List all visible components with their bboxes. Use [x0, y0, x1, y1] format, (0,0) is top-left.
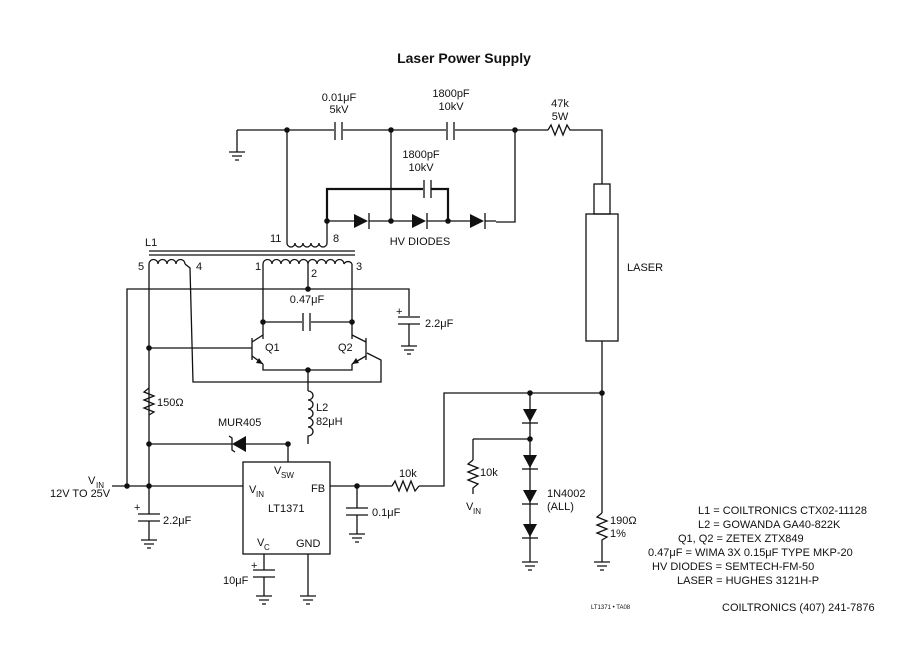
capacitor-c3	[423, 180, 432, 198]
mur405-label: MUR405	[218, 417, 261, 429]
c2-rating: 10kV	[438, 101, 464, 113]
c8-plus: +	[251, 560, 257, 572]
resistor-r1	[547, 123, 572, 137]
hv-diodes-label: HV DIODES	[390, 236, 451, 248]
c1-value: 0.01μF	[322, 92, 357, 104]
c1-rating: 5kV	[330, 104, 350, 116]
r5-value: 190Ω	[610, 515, 637, 527]
c5-plus: +	[396, 306, 402, 318]
diode-string-1n4002	[522, 393, 538, 571]
pin-11-label: 11	[270, 233, 281, 245]
parts-list-line-3: Q1, Q2 = ZETEX ZTX849	[678, 533, 804, 545]
c7-value: 0.1μF	[372, 507, 401, 519]
lt1371-ic	[242, 461, 331, 555]
pin-fb: FB	[311, 483, 325, 495]
capacitor-c2	[446, 122, 455, 140]
pin-gnd: GND	[296, 538, 321, 550]
pin-5-label: 5	[138, 261, 144, 273]
r3-value: 10k	[399, 468, 417, 480]
vin-main-sub: IN	[96, 481, 104, 490]
c3-rating: 10kV	[408, 162, 434, 174]
hv-diode-3	[470, 213, 486, 229]
figure-code: LT1371 • TA08	[591, 605, 631, 611]
capacitor-c5	[398, 316, 420, 355]
resistor-r2	[142, 387, 156, 416]
royer-oscillator: + 2.2μF 0.47μF Q1 Q2	[126, 264, 454, 486]
c6-value: 2.2μF	[163, 515, 192, 527]
r2-value: 150Ω	[157, 397, 184, 409]
c4-value: 0.47μF	[290, 294, 325, 306]
c5-value: 2.2μF	[425, 318, 454, 330]
ic-ground	[300, 554, 316, 605]
l2-label: L2	[316, 402, 328, 414]
c3-value: 1800pF	[402, 149, 440, 161]
pin-2-label: 2	[311, 268, 317, 280]
parts-list-line-6: LASER = HUGHES 3121H-P	[677, 575, 819, 587]
resistor-r4	[466, 459, 480, 494]
transformer-l1	[148, 221, 382, 486]
capacitor-c4	[302, 313, 311, 331]
top-hv-section: 0.01μF 5kV 1800pF 10kV 47k 5W 1800pF 10k…	[229, 88, 603, 248]
capacitor-c7	[346, 486, 368, 543]
l2-value: 82μH	[316, 416, 343, 428]
ground-symbol	[229, 151, 245, 161]
pin-vin-sub: IN	[256, 490, 264, 499]
diagram-title: Laser Power Supply	[397, 50, 531, 66]
hv-diode-2	[412, 213, 428, 229]
ic-name: LT1371	[268, 503, 305, 515]
hv-diode-1	[354, 213, 370, 229]
q2-label: Q2	[338, 342, 353, 354]
capacitor-c1	[334, 122, 343, 140]
parts-list-line-1: L1 = COILTRONICS CTX02-11128	[698, 505, 867, 517]
transistor-q2	[351, 334, 367, 365]
resistor-r3	[391, 479, 420, 493]
resistor-r5	[594, 512, 610, 571]
q1-label: Q1	[265, 342, 280, 354]
l1-label: L1	[145, 237, 157, 249]
transistor-q1	[149, 334, 264, 365]
parts-list-line-4: 0.47μF = WIMA 3X 0.15μF TYPE MKP-20	[648, 547, 853, 559]
r1-rating: 5W	[552, 111, 569, 123]
inductor-l2	[307, 390, 314, 444]
vendor-contact: COILTRONICS (407) 241-7876	[722, 602, 875, 614]
pin-vsw: V	[274, 465, 282, 477]
c2-value: 1800pF	[432, 88, 470, 100]
vin-small-sub: IN	[473, 507, 481, 516]
r1-value: 47k	[551, 98, 569, 110]
vin-small-label: V	[466, 501, 474, 513]
diode-1n4002-label: 1N4002	[547, 488, 586, 500]
diode-1n4002-note: (ALL)	[547, 501, 574, 513]
capacitor-c6	[138, 486, 160, 549]
vin-range: 12V TO 25V	[50, 488, 111, 500]
vin-main-label: V	[88, 475, 96, 487]
r5-tolerance: 1%	[610, 528, 626, 540]
capacitor-c8	[253, 554, 275, 605]
pin-vsw-sub: SW	[281, 471, 294, 480]
pin-vc-sub: C	[264, 543, 270, 552]
pin-1-label: 1	[255, 261, 261, 273]
parts-list: L1 = COILTRONICS CTX02-11128 L2 = GOWAND…	[648, 505, 867, 587]
c6-plus: +	[134, 502, 140, 514]
pin-8-label: 8	[333, 233, 339, 245]
parts-list-line-2: L2 = GOWANDA GA40-822K	[698, 519, 841, 531]
pin-vc: V	[257, 537, 265, 549]
laser-tube	[585, 183, 619, 342]
pin-4-label: 4	[196, 261, 202, 273]
pin-3-label: 3	[356, 261, 362, 273]
mur405-diode	[149, 435, 288, 453]
c8-value: 10μF	[223, 575, 249, 587]
r4-value: 10k	[480, 467, 498, 479]
parts-list-line-5: HV DIODES = SEMTECH-FM-50	[652, 561, 814, 573]
pin-vin: V	[249, 484, 257, 496]
laser-label: LASER	[627, 262, 663, 274]
